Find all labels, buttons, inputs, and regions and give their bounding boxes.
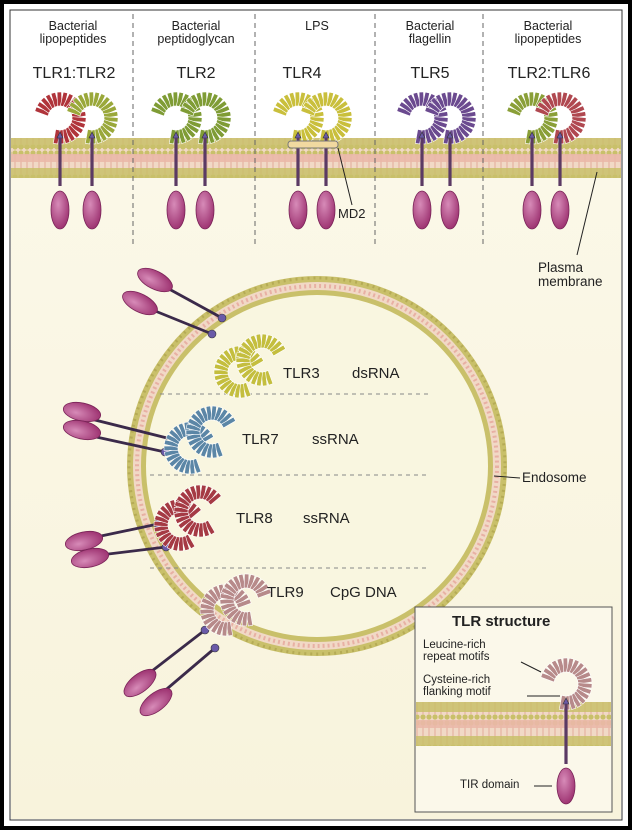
tir-domain (167, 191, 185, 229)
tlr7-ligand: ssRNA (312, 432, 359, 448)
cys-label: Cysteine-rich flanking motif (423, 674, 491, 698)
md2-bar (288, 141, 338, 148)
tir-domain (557, 768, 575, 804)
tlr8-name: TLR8 (236, 511, 273, 527)
receptor-name-3: TLR4 (262, 66, 342, 83)
ligand-label-5: Bacterial lipopeptides (488, 20, 608, 46)
tir-label: TIR domain (460, 779, 519, 791)
ligand-label-1: Bacterial lipopeptides (18, 20, 128, 46)
ligand-label-4: Bacterial flagellin (380, 20, 480, 46)
tir-domain (413, 191, 431, 229)
tlr8-ligand: ssRNA (303, 511, 350, 527)
receptor-name-1: TLR1:TLR2 (14, 66, 134, 83)
lrr-label: Leucine-rich repeat motifs (423, 639, 489, 663)
tir-domain (523, 191, 541, 229)
receptor-name-5: TLR2:TLR6 (486, 66, 612, 83)
tir-domain (289, 191, 307, 229)
inset-title: TLR structure (452, 614, 550, 630)
tlr3-name: TLR3 (283, 366, 320, 382)
ligand-label-2: Bacterial peptidoglycan (138, 20, 254, 46)
tir-domain (196, 191, 214, 229)
tlr9-ligand: CpG DNA (330, 585, 397, 601)
tlr9-name: TLR9 (267, 585, 304, 601)
plasma-membrane-label: Plasma membrane (538, 261, 603, 289)
receptor-name-2: TLR2 (138, 66, 254, 83)
tir-domain (317, 191, 335, 229)
tir-domain (83, 191, 101, 229)
endosome-label: Endosome (522, 471, 587, 485)
receptor-name-4: TLR5 (380, 66, 480, 83)
tlr3-ligand: dsRNA (352, 366, 400, 382)
tir-domain (441, 191, 459, 229)
tlr7-name: TLR7 (242, 432, 279, 448)
md2-label: MD2 (338, 207, 365, 221)
ligand-label-3: LPS (262, 20, 372, 33)
tir-domain (551, 191, 569, 229)
tir-domain (51, 191, 69, 229)
